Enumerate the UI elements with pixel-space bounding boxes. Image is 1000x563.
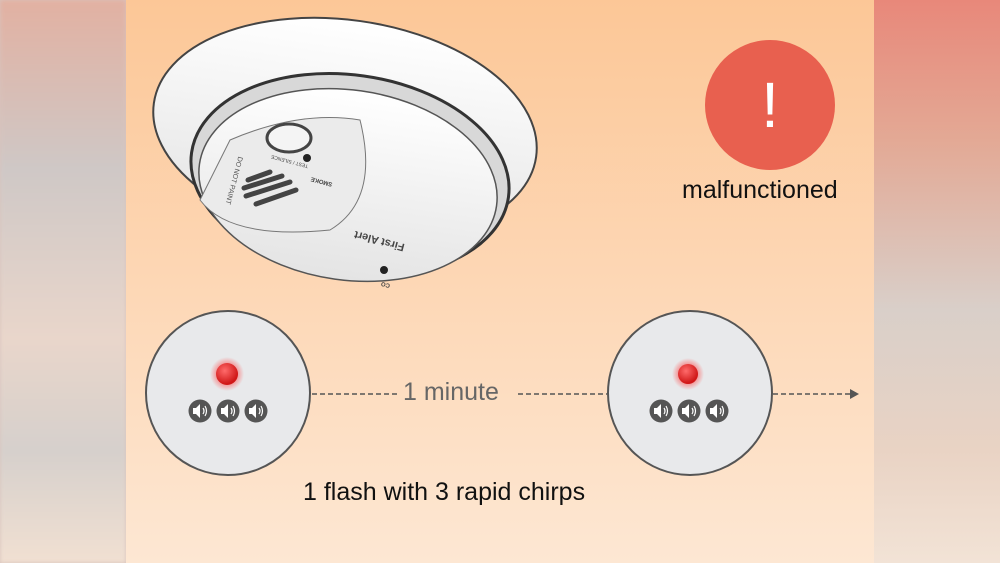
flash-indicator-2: [607, 310, 773, 476]
speaker-icon: [188, 399, 212, 423]
speaker-icon: [244, 399, 268, 423]
blurred-background-right: [874, 0, 1000, 563]
speaker-icon: [216, 399, 240, 423]
detector-label-smoke: SMOKE: [310, 175, 333, 186]
chirp-icons: [188, 399, 729, 423]
detector-label-co: CO: [380, 280, 391, 288]
arrow-head-icon: [850, 389, 859, 399]
blurred-background-left: [0, 0, 126, 563]
speaker-icon: [677, 399, 701, 423]
smoke-detector: First Alert SMOKE CO TEST / SILENCE DO N…: [152, 16, 538, 288]
speaker-icon: [649, 399, 673, 423]
speaker-icon: [705, 399, 729, 423]
status-label: malfunctioned: [682, 176, 838, 204]
flash-indicator-1: [145, 310, 311, 476]
interval-label: 1 minute: [403, 378, 499, 406]
speaker-grille: [241, 169, 299, 207]
caption: 1 flash with 3 rapid chirps: [303, 478, 586, 506]
warning-exclamation-icon: !: [705, 40, 835, 170]
